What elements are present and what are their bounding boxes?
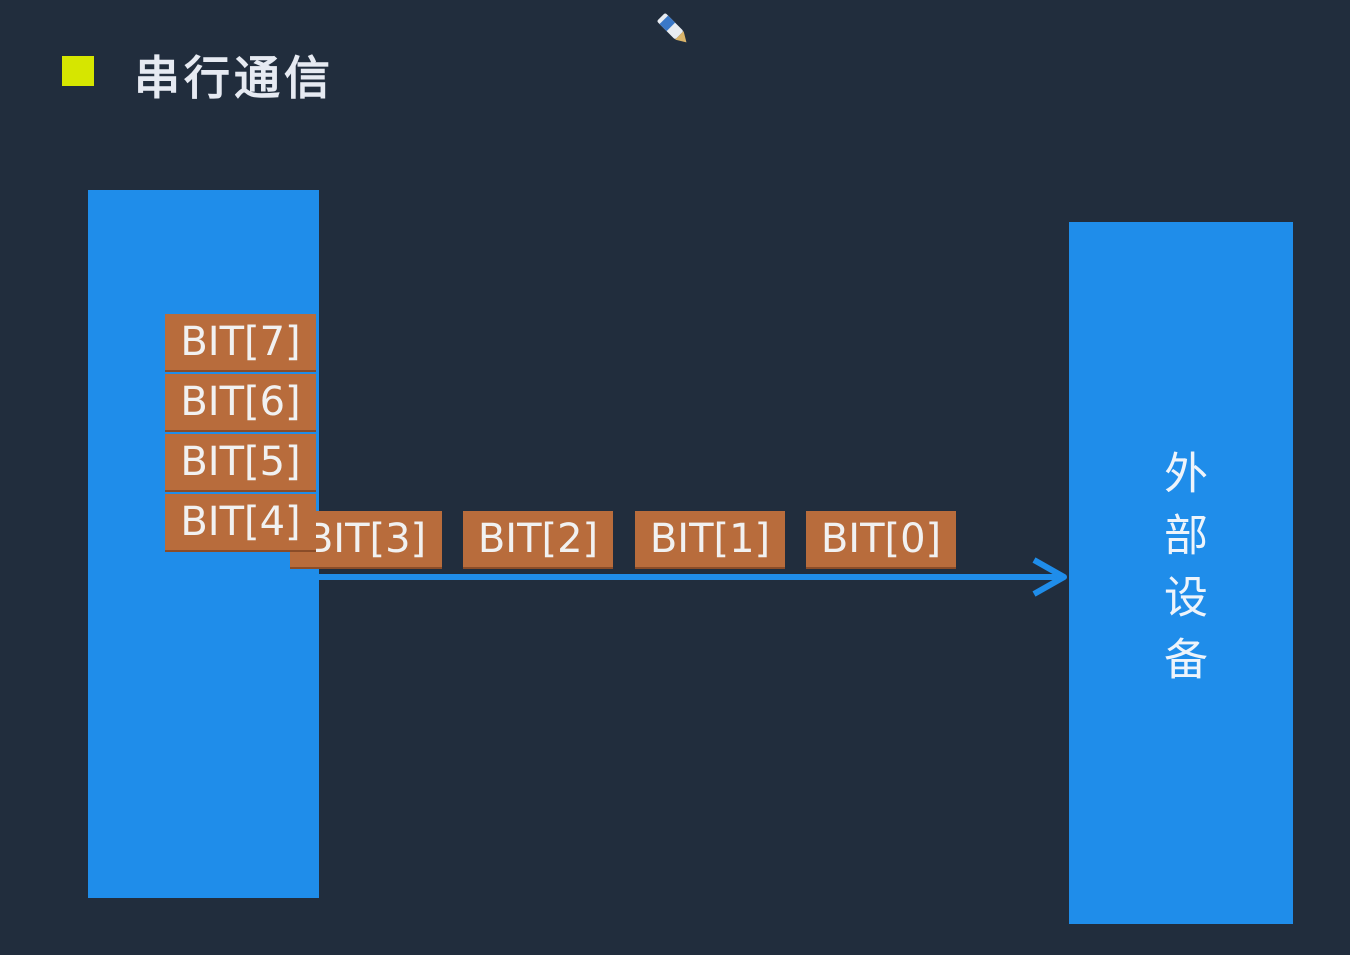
- bit-box: BIT[7]: [165, 314, 316, 372]
- title-bullet: [62, 56, 94, 86]
- bit-box: BIT[1]: [635, 511, 785, 569]
- bit-box: BIT[2]: [463, 511, 613, 569]
- bit-box: BIT[6]: [165, 374, 316, 432]
- slide-title: 串行通信: [134, 51, 334, 105]
- bit-box: BIT[3]: [290, 511, 442, 569]
- bit-box: BIT[0]: [806, 511, 956, 569]
- bit-box: BIT[4]: [165, 494, 316, 552]
- external-device-label: 外部设备: [1156, 450, 1207, 698]
- bit-box: BIT[5]: [165, 434, 316, 492]
- external-device-block: [1069, 222, 1293, 924]
- external-device-label-wrap: 外部设备: [1069, 450, 1293, 710]
- pen-icon: [657, 13, 687, 43]
